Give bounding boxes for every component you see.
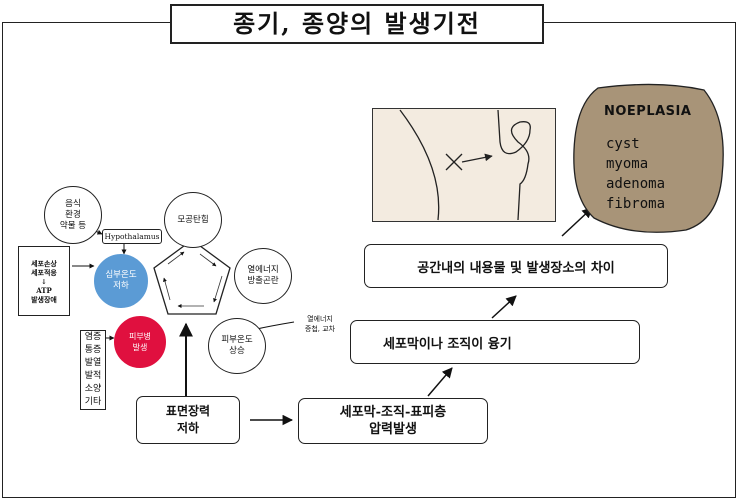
cycle-arrow-4 [163,277,171,301]
node-protrusion: 세포막이나 조직이 융기 [350,320,640,364]
neoplasia-item: myoma [606,156,649,172]
node-cell-damage: 세포손상 세포적응 ↓ ATP 발생장애 [18,246,70,316]
cycle-pentagon [153,239,231,315]
node-skin-temp-rise: 피부온도 상승 [208,318,266,374]
node-skin-disease: 피부병 발생 [114,316,166,368]
arrow-difference-to-neoplasia [561,207,593,237]
neoplasia-list: cyst myoma adenoma fibroma [606,134,665,214]
neoplasia-item: adenoma [606,176,666,192]
node-pore: 모공탄힘 [164,192,222,248]
node-difference: 공간내의 내용물 및 발생장소의 차이 [364,244,668,288]
node-core-temp: 심부온도 저하 [94,254,148,308]
page-title: 종기, 종양의 발생기전 [170,4,544,44]
cycle-arrow-5 [167,251,185,265]
cycle-arrow-1 [199,253,217,267]
neoplasia-item: cyst [606,136,640,152]
node-pressure: 세포막-조직-표피층 압력발생 [298,398,488,444]
cycle-arrow-2 [213,275,223,303]
neoplasia-heading: NOEPLASIA [604,104,692,119]
neoplasia-blob [573,83,724,233]
node-food-environment: 음식 환경 약물 등 [44,186,102,244]
arrow-protrusion-to-difference [491,295,517,319]
neoplasia-item: fibroma [606,196,666,212]
node-hypothalamus: Hypothalamus [102,229,162,244]
arrow-pressure-to-protrusion [427,367,453,397]
node-heat-loss: 열에너지 방출곤란 [234,248,292,304]
node-symptoms: 염증 통증 발열 발적 소양 기타 [80,330,106,410]
protrusion-illustration [372,108,556,222]
node-surface-tension: 표면장력 저하 [136,396,240,444]
node-heat-energy: 열에너지 증첩, 교차 [304,315,336,333]
